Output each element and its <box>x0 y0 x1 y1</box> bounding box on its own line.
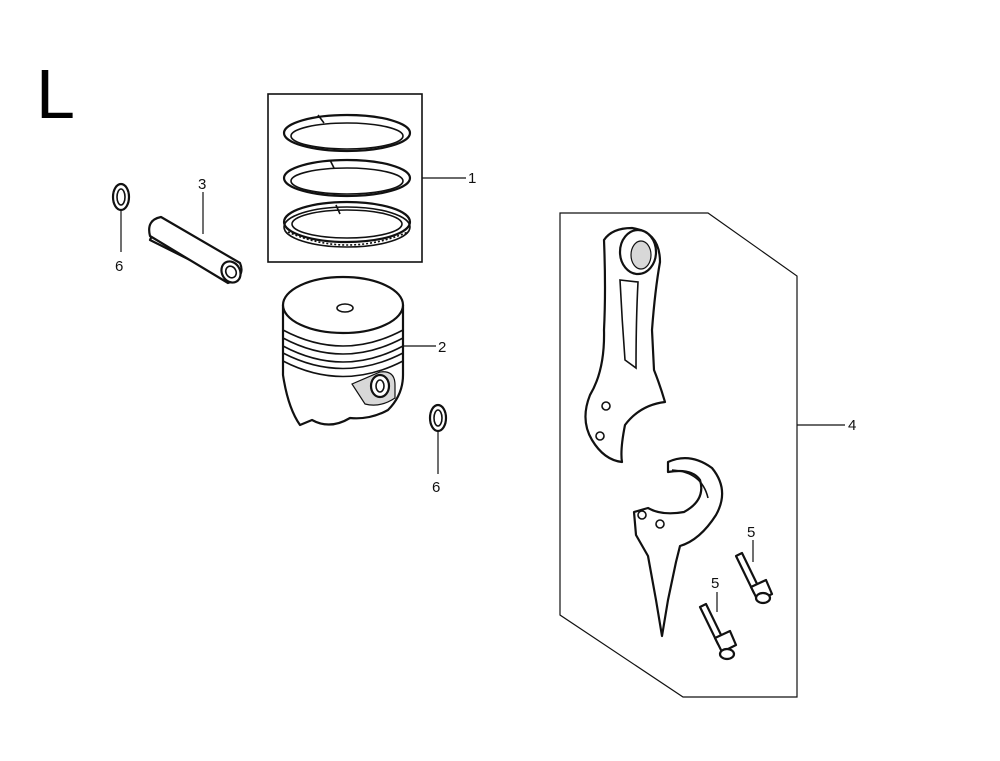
top-ring <box>282 113 412 153</box>
callout-6-right: 6 <box>432 479 440 496</box>
piston-pin <box>148 215 243 285</box>
callout-5-upper: 5 <box>747 524 755 541</box>
piston <box>281 275 405 427</box>
second-ring <box>282 158 412 198</box>
section-letter: L <box>36 55 75 133</box>
callout-4: 4 <box>848 417 856 434</box>
callout-6-left: 6 <box>115 258 123 275</box>
rod-bolt-upper <box>734 551 774 605</box>
rod-assembly-frame <box>559 212 798 698</box>
rod-bolt-lower <box>698 602 738 661</box>
callout-1: 1 <box>468 170 476 187</box>
pin-clip-left <box>111 182 131 212</box>
oil-ring <box>282 200 412 244</box>
connecting-rod <box>584 226 667 464</box>
connecting-rod-cap <box>632 457 724 638</box>
callout-5-lower: 5 <box>711 575 719 592</box>
callout-3: 3 <box>198 176 206 193</box>
callout-2: 2 <box>438 339 446 356</box>
piston-ring-set <box>267 93 423 263</box>
pin-clip-right <box>428 403 448 433</box>
